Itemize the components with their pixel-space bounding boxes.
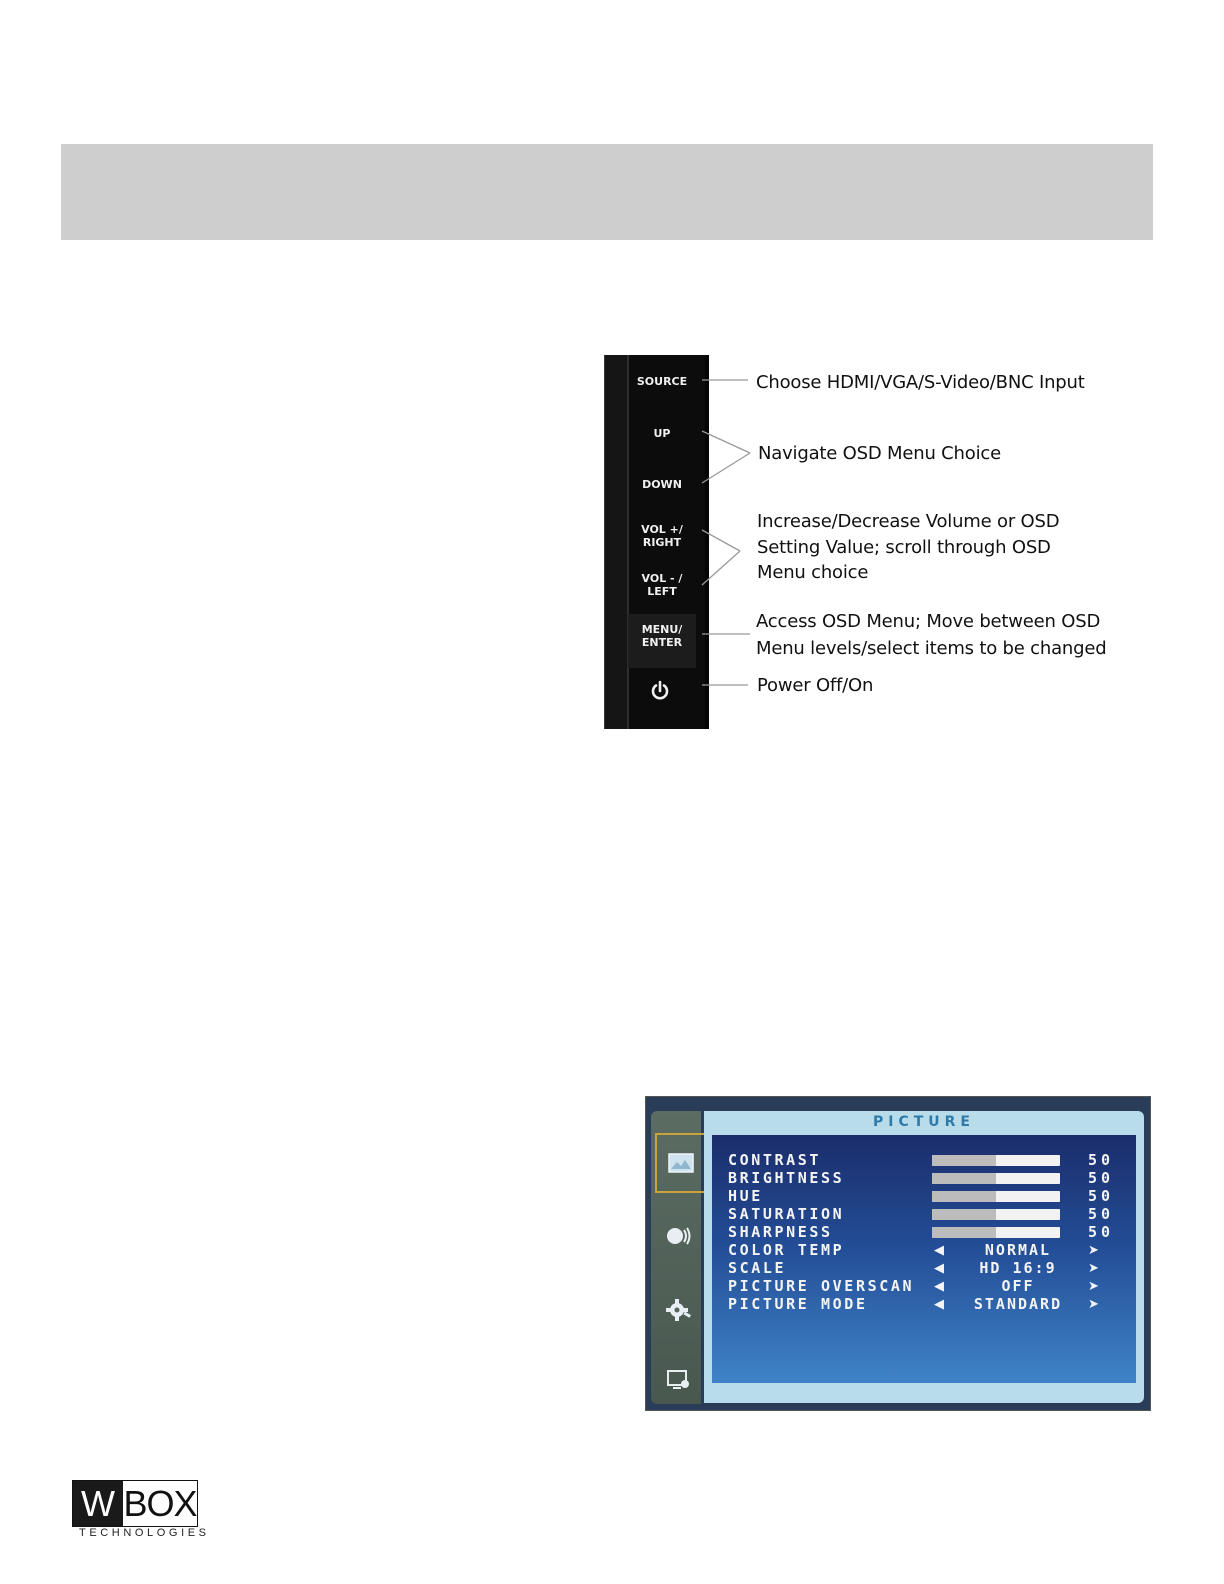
osd-value: 50 <box>1088 1187 1115 1205</box>
osd-slider-fill <box>932 1209 996 1220</box>
osd-value: 50 <box>1088 1223 1115 1241</box>
panel-button-up: UP <box>653 427 671 440</box>
logo-w: W <box>73 1481 123 1526</box>
callout-power: Power Off/On <box>757 675 874 696</box>
osd-main-panel: PICTURE CONTRAST 50 BRIGHTNESS 50 HUE 50… <box>704 1111 1144 1403</box>
arrow-left-icon: ◀ <box>934 1278 944 1293</box>
osd-label: HUE <box>728 1187 763 1205</box>
osd-label: PICTURE MODE <box>728 1295 868 1313</box>
panel-button-menu-enter: MENU/ ENTER <box>628 614 696 668</box>
display-icon <box>667 1370 689 1389</box>
logo-subtitle: TECHNOLOGIES <box>79 1527 210 1539</box>
osd-label: CONTRAST <box>728 1151 822 1169</box>
osd-row-brightness: BRIGHTNESS 50 <box>728 1169 1128 1187</box>
osd-tab-settings <box>659 1287 699 1333</box>
osd-option-value: STANDARD <box>973 1295 1063 1313</box>
panel-button-vol-up-right: VOL +/ RIGHT <box>641 523 683 549</box>
settings-icon <box>666 1299 691 1321</box>
osd-row-color-temp: COLOR TEMP ◀ NORMAL ➤ <box>728 1241 1128 1259</box>
callout-menu-line2: Menu levels/select items to be changed <box>756 638 1107 659</box>
osd-label: SCALE <box>728 1259 787 1277</box>
osd-label: PICTURE OVERSCAN <box>728 1277 915 1295</box>
osd-settings-list: CONTRAST 50 BRIGHTNESS 50 HUE 50 SATURAT… <box>712 1135 1136 1383</box>
osd-tab-sound <box>659 1213 699 1259</box>
osd-option-value: HD 16:9 <box>979 1259 1057 1277</box>
osd-slider <box>932 1155 1060 1166</box>
osd-row-saturation: SATURATION 50 <box>728 1205 1128 1223</box>
callout-leader-lines <box>701 379 751 686</box>
panel-button-source: SOURCE <box>636 375 688 388</box>
callout-volume-line2: Setting Value; scroll through OSD <box>757 537 1051 558</box>
osd-menu-image: PICTURE CONTRAST 50 BRIGHTNESS 50 HUE 50… <box>645 1096 1151 1411</box>
power-icon <box>651 680 669 700</box>
osd-row-hue: HUE 50 <box>728 1187 1128 1205</box>
arrow-left-icon: ◀ <box>934 1296 944 1311</box>
osd-label: BRIGHTNESS <box>728 1169 845 1187</box>
osd-tab-display <box>659 1357 699 1403</box>
osd-value: 50 <box>1088 1151 1115 1169</box>
osd-row-picture-mode: PICTURE MODE ◀ STANDARD ➤ <box>728 1295 1128 1313</box>
arrow-left-icon: ◀ <box>934 1260 944 1275</box>
osd-slider <box>932 1191 1060 1202</box>
osd-sidebar <box>651 1111 707 1404</box>
callout-volume-line3: Menu choice <box>757 562 869 583</box>
osd-title: PICTURE <box>872 1114 975 1130</box>
panel-button-down: DOWN <box>642 478 682 491</box>
panel-edge <box>705 355 709 729</box>
osd-value: 50 <box>1088 1205 1115 1223</box>
osd-slider <box>932 1173 1060 1184</box>
arrow-left-icon: ◀ <box>934 1242 944 1257</box>
osd-slider <box>932 1209 1060 1220</box>
osd-label: SHARPNESS <box>728 1223 833 1241</box>
arrow-right-icon: ➤ <box>1088 1278 1099 1293</box>
arrow-right-icon: ➤ <box>1088 1242 1099 1257</box>
arrow-right-icon: ➤ <box>1088 1296 1099 1311</box>
osd-row-contrast: CONTRAST 50 <box>728 1151 1128 1169</box>
callout-source: Choose HDMI/VGA/S-Video/BNC Input <box>756 372 1085 393</box>
osd-slider-fill <box>932 1227 996 1238</box>
arrow-right-icon: ➤ <box>1088 1260 1099 1275</box>
osd-row-sharpness: SHARPNESS 50 <box>728 1223 1128 1241</box>
picture-icon <box>668 1153 694 1173</box>
callout-up-down: Navigate OSD Menu Choice <box>758 443 1001 464</box>
osd-slider <box>932 1227 1060 1238</box>
osd-label: SATURATION <box>728 1205 845 1223</box>
logo-box: BOX <box>123 1483 197 1524</box>
sound-icon <box>667 1227 691 1245</box>
osd-row-scale: SCALE ◀ HD 16:9 ➤ <box>728 1259 1128 1277</box>
osd-row-picture-overscan: PICTURE OVERSCAN ◀ OFF ➤ <box>728 1277 1128 1295</box>
osd-option-value: OFF <box>1001 1277 1035 1295</box>
callout-menu-line1: Access OSD Menu; Move between OSD <box>756 611 1101 632</box>
header-bar <box>61 144 1153 240</box>
osd-slider-fill <box>932 1191 996 1202</box>
wbox-logo: W BOX <box>72 1480 198 1527</box>
osd-option-value: NORMAL <box>984 1241 1052 1259</box>
osd-slider-fill <box>932 1173 996 1184</box>
callout-volume-line1: Increase/Decrease Volume or OSD <box>757 511 1060 532</box>
osd-slider-fill <box>932 1155 996 1166</box>
panel-button-vol-down-left: VOL - / LEFT <box>641 572 683 598</box>
osd-label: COLOR TEMP <box>728 1241 845 1259</box>
osd-value: 50 <box>1088 1169 1115 1187</box>
osd-tab-picture <box>655 1133 707 1193</box>
